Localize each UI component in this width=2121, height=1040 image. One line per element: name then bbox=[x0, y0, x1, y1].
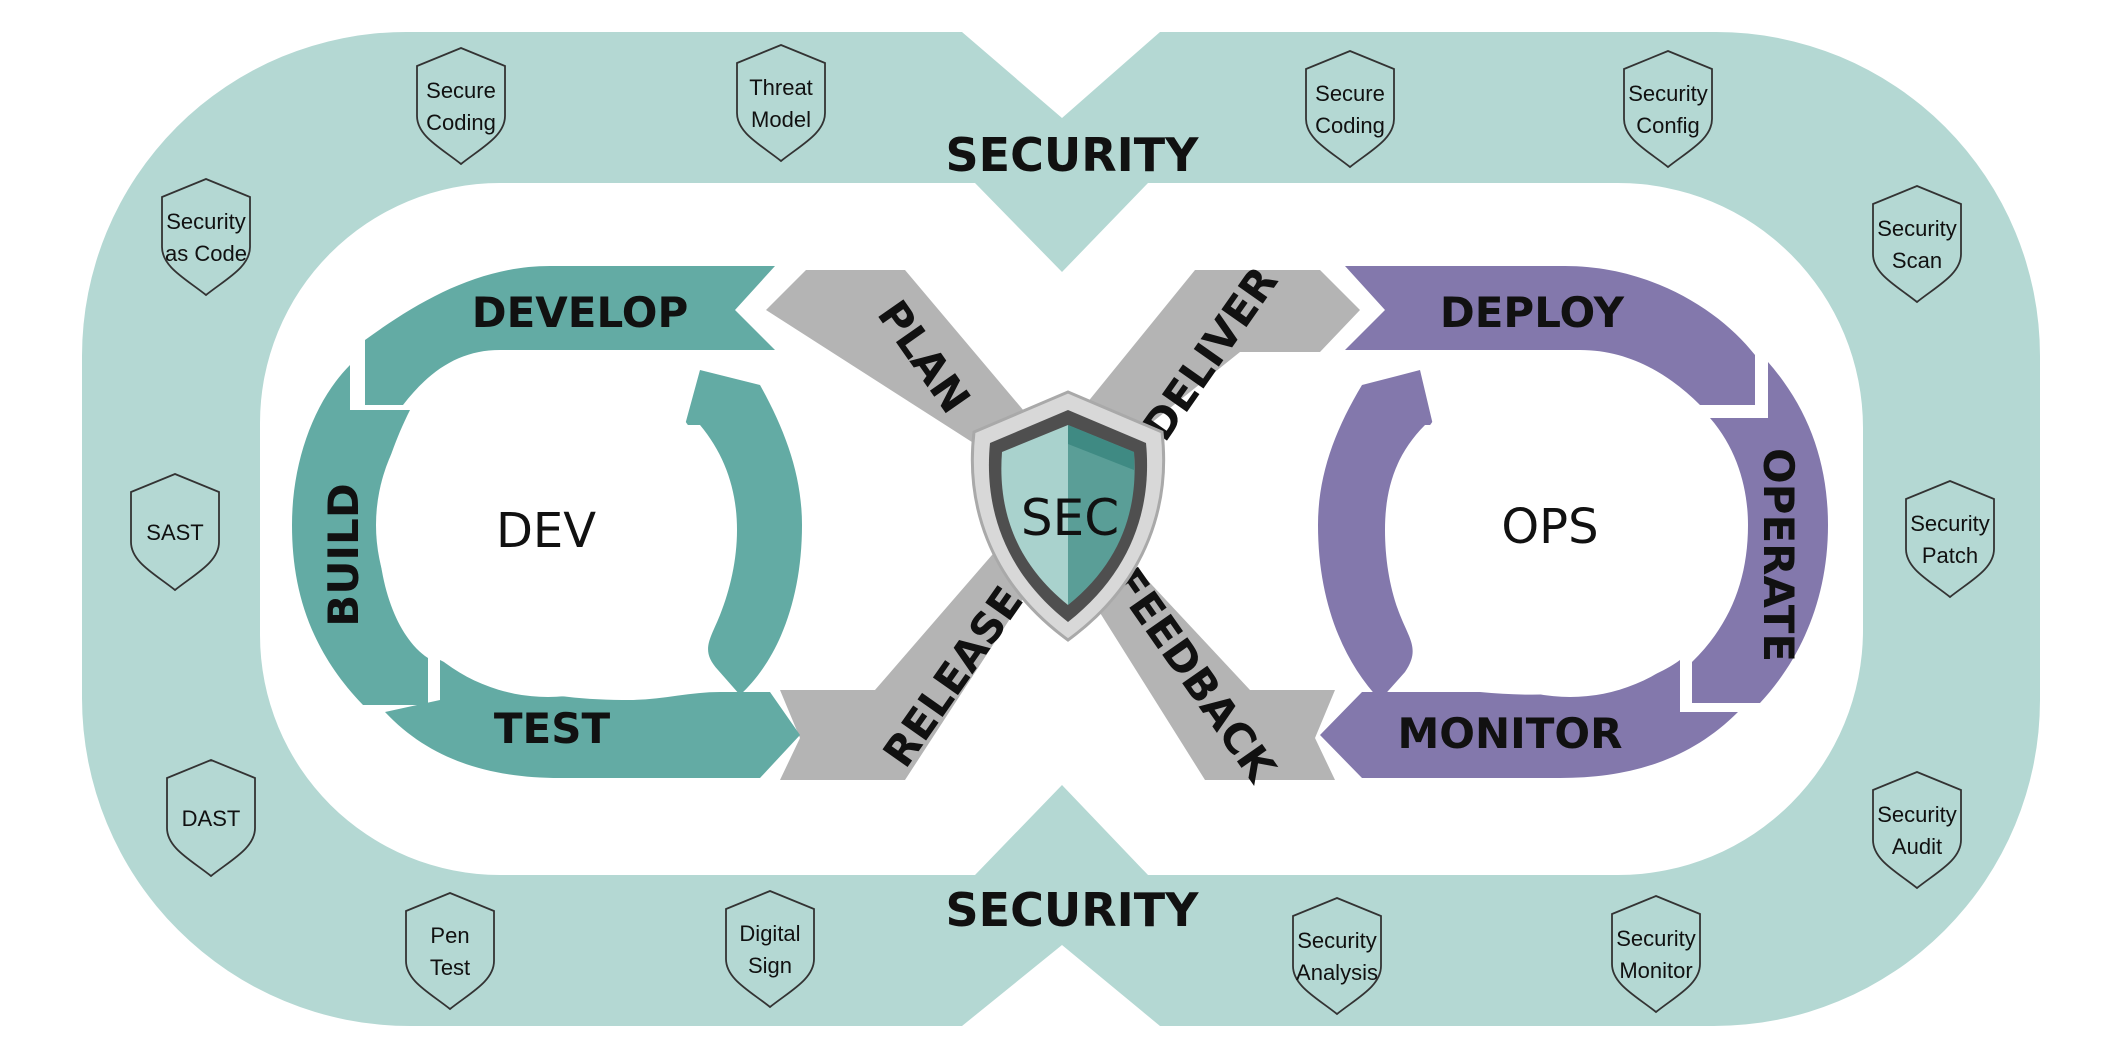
operate-arrow bbox=[1692, 362, 1828, 703]
operate-label: OPERATE bbox=[1754, 448, 1803, 662]
badge-line: Patch bbox=[1922, 543, 1978, 568]
shield-label: SEC bbox=[1021, 489, 1119, 547]
release-arm bbox=[780, 540, 1045, 780]
shield-badge-icon bbox=[736, 44, 826, 163]
badge-line: Scan bbox=[1892, 248, 1942, 273]
plan-arm bbox=[766, 270, 1040, 460]
security-as-code-badge: Security as Code bbox=[161, 178, 251, 297]
badge-line: Security bbox=[1297, 928, 1376, 953]
shield-badge-icon bbox=[725, 890, 815, 1009]
shield-badge-icon bbox=[1292, 897, 1382, 1016]
monitor-label: MONITOR bbox=[1398, 709, 1623, 758]
badge-line: Analysis bbox=[1296, 960, 1378, 985]
badge-line: Security bbox=[1628, 81, 1707, 106]
dev-center-circle bbox=[376, 353, 720, 697]
badge-line: Sign bbox=[748, 953, 792, 978]
deliver-arm bbox=[1065, 270, 1360, 460]
badge-line: Audit bbox=[1892, 834, 1942, 859]
badge-line: Secure bbox=[1315, 81, 1385, 106]
shield-badge-icon bbox=[1905, 480, 1995, 599]
dev-center-label: DEV bbox=[496, 503, 596, 559]
badge-line: Monitor bbox=[1619, 958, 1692, 983]
sast-badge: SAST bbox=[130, 473, 220, 592]
badge-line: DAST bbox=[182, 806, 241, 831]
test-label: TEST bbox=[494, 704, 611, 753]
badge-line: Config bbox=[1636, 113, 1700, 138]
security-top-label: SECURITY bbox=[946, 128, 1200, 182]
develop-arrow bbox=[365, 266, 775, 405]
badge-line: Digital bbox=[739, 921, 800, 946]
dast-badge: DAST bbox=[166, 759, 256, 878]
shield-badge-icon bbox=[1872, 185, 1962, 304]
security-band-shape bbox=[82, 32, 2040, 1026]
ops-center-label: OPS bbox=[1501, 499, 1598, 555]
security-badges: SecureCodingThreatModelSecureCodingSecur… bbox=[130, 44, 1995, 1016]
deploy-arrow bbox=[1345, 266, 1755, 405]
shield-badge-icon bbox=[1611, 895, 1701, 1014]
badge-line: Security bbox=[1877, 216, 1956, 241]
shield-badge-icon bbox=[161, 178, 251, 297]
monitor-arrow bbox=[1320, 660, 1738, 778]
badge-line: Secure bbox=[426, 78, 496, 103]
badge-line: SAST bbox=[146, 520, 203, 545]
shield-badge-icon bbox=[1623, 50, 1713, 169]
ops-loop: DEPLOY OPERATE MONITOR OPS bbox=[1318, 266, 1828, 778]
shield-badge-icon bbox=[166, 759, 256, 878]
dev-loop: DEVELOP BUILD TEST DEV bbox=[292, 266, 802, 778]
badge-line: Model bbox=[751, 107, 811, 132]
badge-line: Security bbox=[1616, 926, 1695, 951]
security-band: SECURITY SECURITY bbox=[82, 32, 2040, 1026]
badge-line: Pen bbox=[430, 923, 469, 948]
shield-badge-icon bbox=[1305, 50, 1395, 169]
badge-line: Coding bbox=[1315, 113, 1385, 138]
shield-left-half bbox=[1001, 425, 1068, 605]
feedback-arm bbox=[1070, 540, 1335, 780]
shield-badge-icon bbox=[416, 47, 506, 166]
sec-shield: SEC bbox=[970, 390, 1166, 642]
build-label: BUILD bbox=[319, 483, 368, 626]
badge-line: Security bbox=[1877, 802, 1956, 827]
badge-line: Test bbox=[430, 955, 470, 980]
dev-return-arrow bbox=[685, 370, 802, 695]
develop-label: DEVELOP bbox=[472, 288, 689, 337]
test-arrow bbox=[385, 660, 800, 778]
badge-line: Threat bbox=[749, 75, 813, 100]
shield-badge-icon bbox=[405, 892, 495, 1011]
badge-line: Security bbox=[1910, 511, 1989, 536]
shield-badge-icon bbox=[130, 473, 220, 592]
security-bottom-label: SECURITY bbox=[946, 883, 1200, 937]
build-arrow bbox=[292, 365, 428, 705]
ops-center-circle bbox=[1398, 353, 1742, 697]
deploy-label: DEPLOY bbox=[1440, 288, 1625, 337]
badge-line: Security bbox=[166, 209, 245, 234]
shield-highlight bbox=[1068, 425, 1134, 470]
ops-return-arrow bbox=[1318, 370, 1433, 700]
badge-line: as Code bbox=[165, 241, 247, 266]
shield-badge-icon bbox=[1872, 771, 1962, 890]
shield-right-half bbox=[1068, 425, 1135, 605]
badge-line: Coding bbox=[426, 110, 496, 135]
